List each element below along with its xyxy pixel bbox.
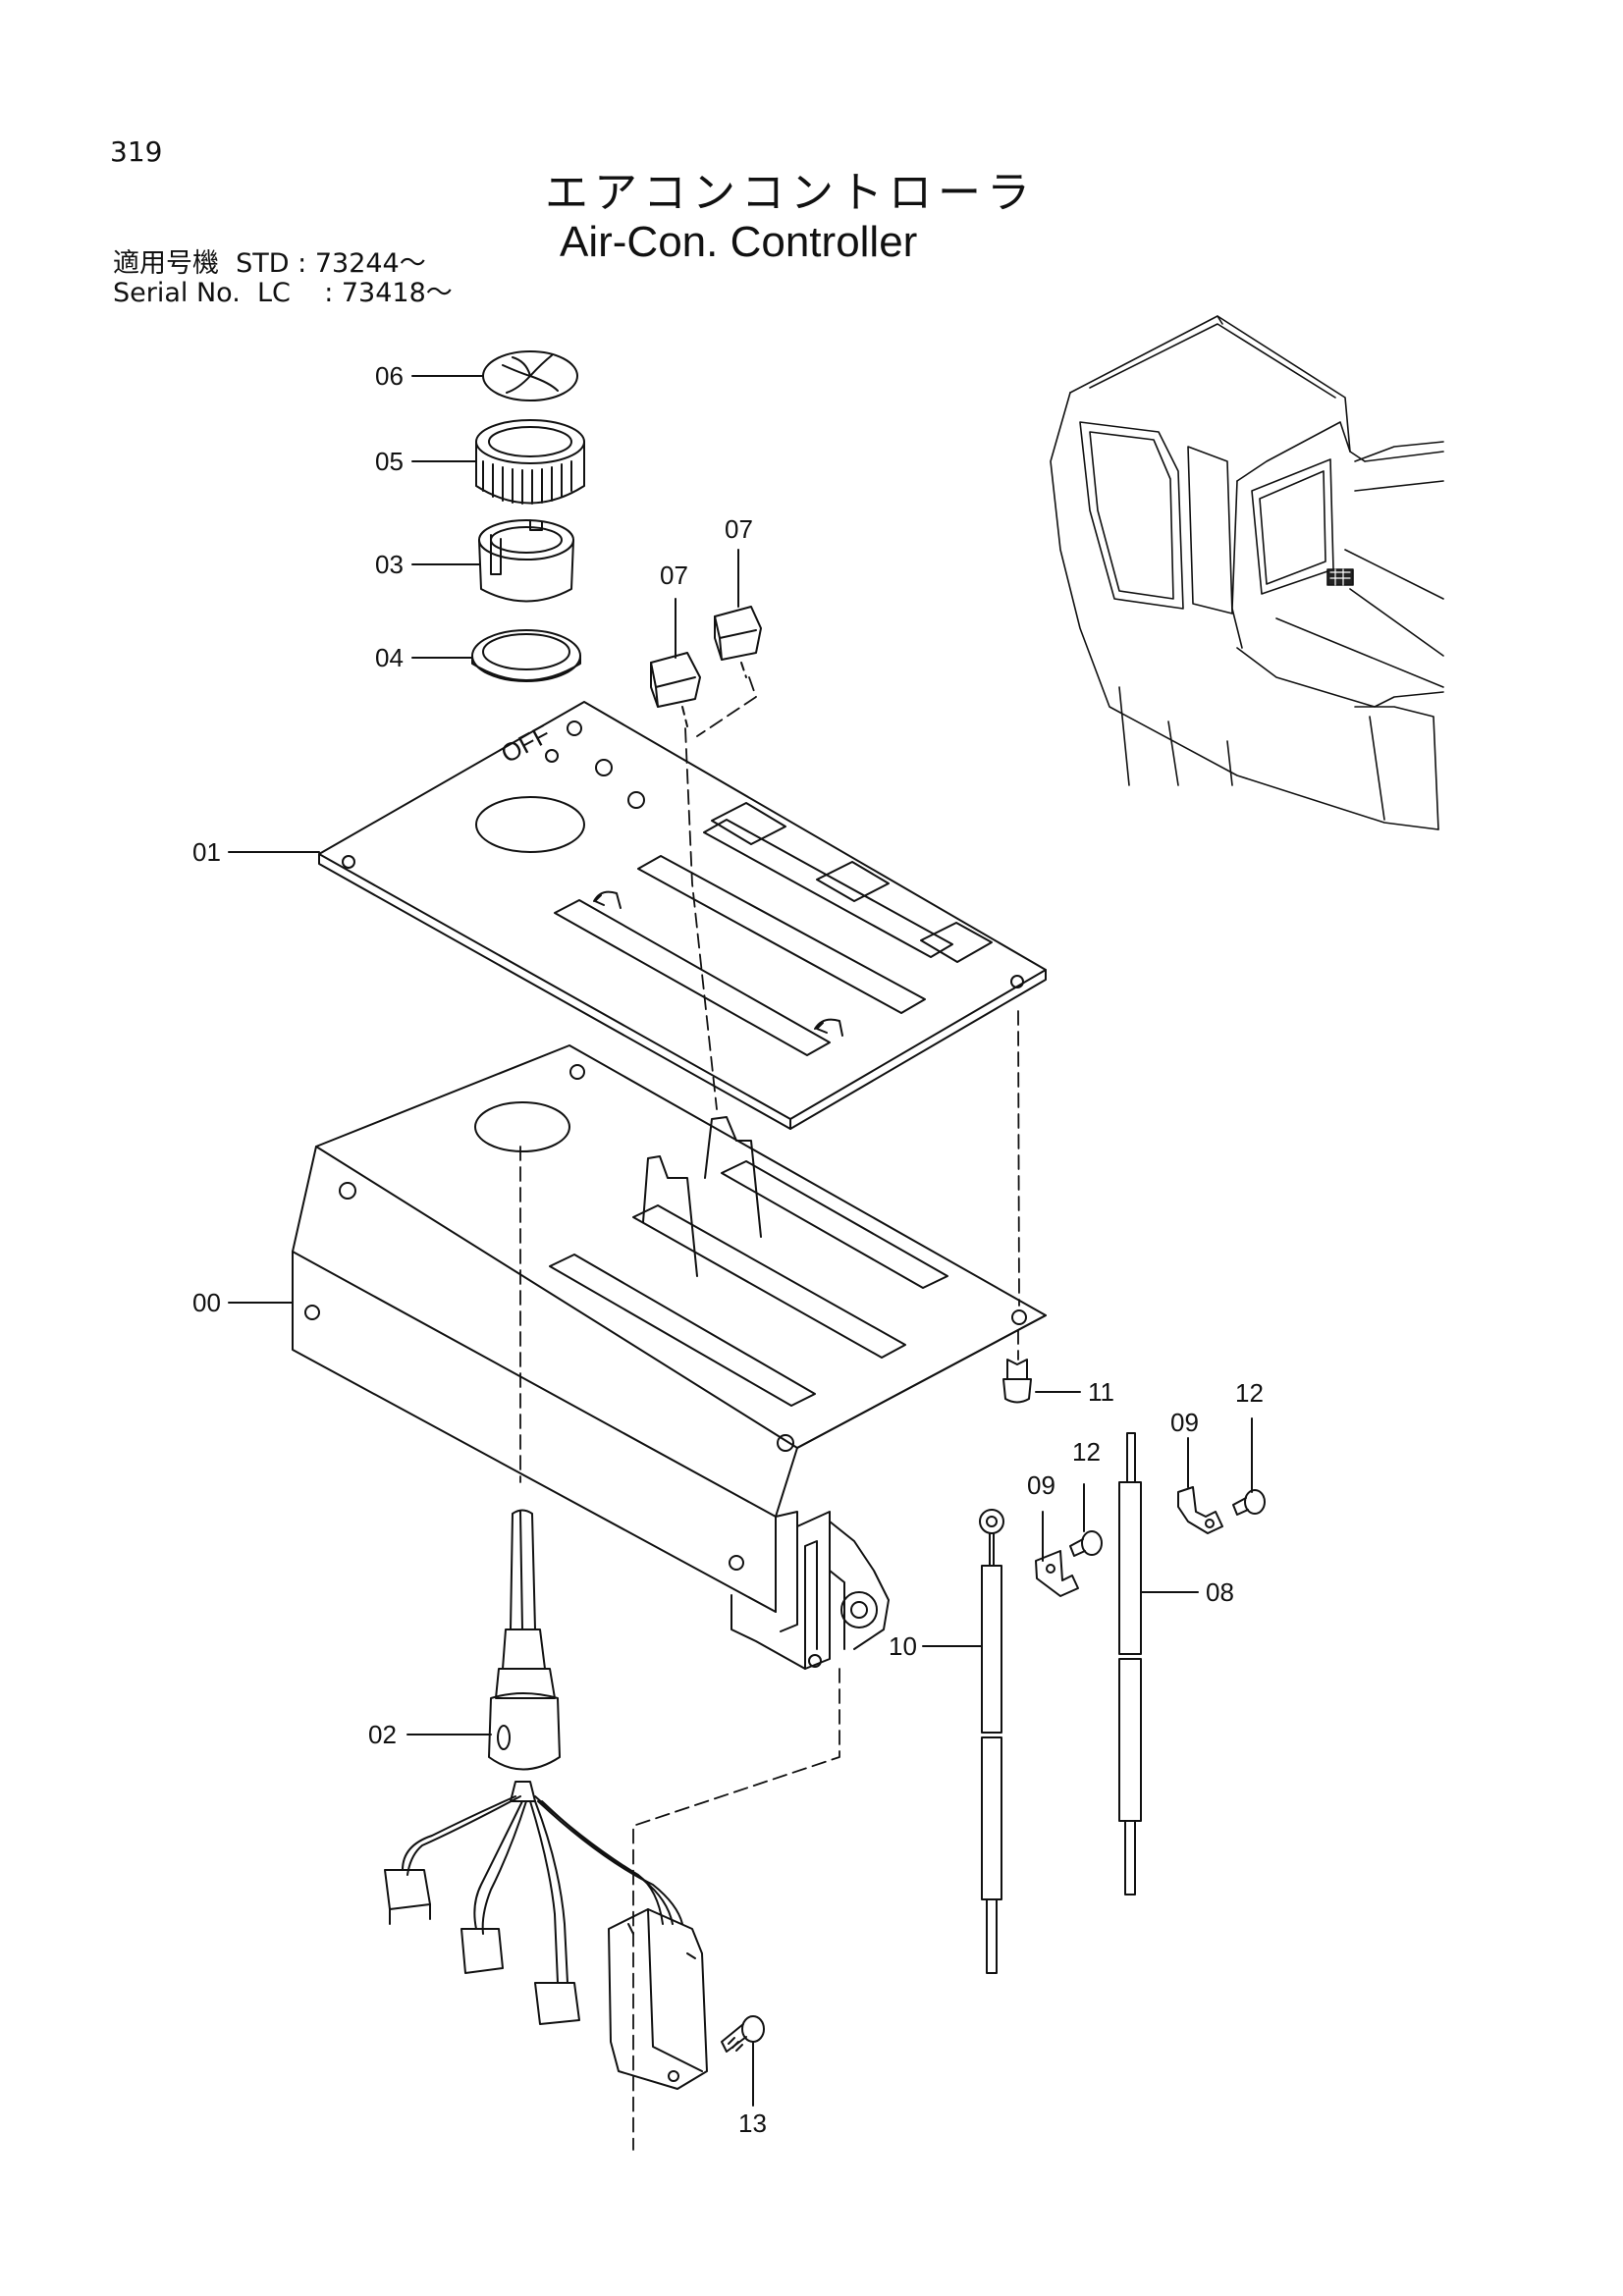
assembly-guide-lines [519,676,1020,2151]
serial-lc-line: Serial No. LC : 73418～ [113,278,453,308]
part-01-top-panel: OFF [318,701,1047,1130]
callout-08: 08 [1206,1577,1234,1607]
callout-03: 03 [375,550,404,579]
part-13-screw [721,2015,765,2053]
part-07-slide-knobs [650,606,762,727]
part-06-knob-cap [482,350,578,401]
callout-leader-lines [228,375,1253,2107]
callout-07-right: 07 [725,514,753,544]
callout-09-left: 09 [1027,1470,1055,1500]
part-12-screws [1069,1489,1266,1557]
callout-00: 00 [192,1288,221,1317]
callout-12-right: 12 [1235,1378,1264,1408]
serial-std-line: 適用号機 STD : 73244～ [113,248,426,279]
callout-12-left: 12 [1072,1437,1101,1467]
title-japanese: エアコンコントローラ [545,168,1036,218]
part-08-rod [1118,1432,1142,1896]
callout-labels: 06 05 03 04 07 07 01 00 11 12 12 09 09 0… [192,361,1264,2138]
panel-off-marking: OFF [496,719,555,769]
part-05-knurled-knob [475,419,585,505]
part-02-potentiometer [384,1509,708,2090]
callout-10: 10 [889,1631,917,1661]
callout-05: 05 [375,447,404,476]
part-11-pin [1002,1359,1032,1404]
callout-09-right: 09 [1170,1408,1199,1437]
part-04-ring [471,629,581,682]
callout-06: 06 [375,361,404,391]
part-10-rod [979,1509,1004,1974]
part-03-collar [478,519,574,603]
page-number: 319 [110,135,163,168]
callout-04: 04 [375,643,404,672]
part-09-clamps [1035,1486,1223,1597]
part-00-base-bracket [292,1044,1047,1670]
excavator-cab-illustration [1050,315,1444,830]
callout-13: 13 [738,2109,767,2138]
callout-01: 01 [192,837,221,867]
callout-02: 02 [368,1720,397,1749]
callout-07-left: 07 [660,561,688,590]
callout-11: 11 [1088,1377,1114,1407]
title-english: Air-Con. Controller [560,218,918,266]
